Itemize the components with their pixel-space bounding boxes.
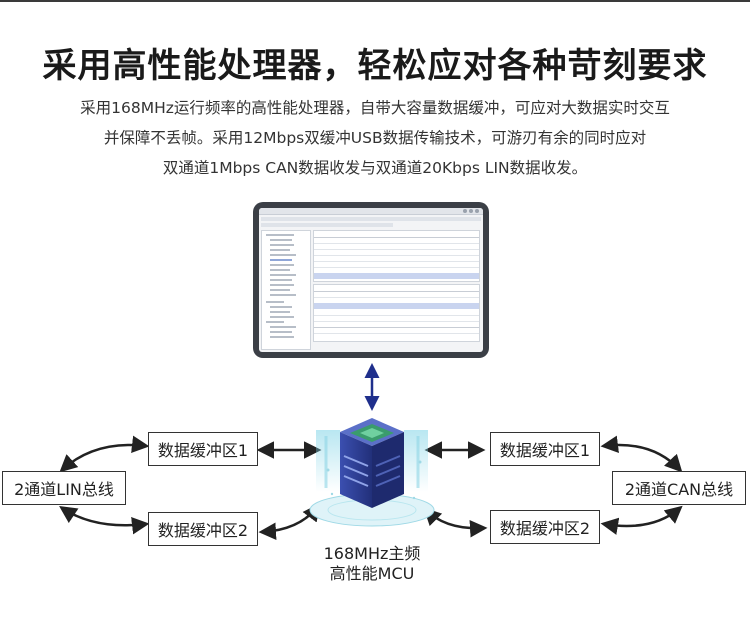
mcu-frequency-label: 168MHz主频	[323, 544, 421, 563]
lin-bus-box: 2通道LIN总线	[2, 471, 126, 505]
can-bus-box: 2通道CAN总线	[612, 471, 746, 505]
device-tree-panel	[261, 230, 311, 350]
description-line-2: 并保障不丢帧。采用12Mbps双缓冲USB数据传输技术，可游刃有余的同时应对	[103, 129, 647, 147]
mcu-server-icon	[309, 418, 435, 527]
left-buffer-1-box: 数据缓冲区1	[148, 432, 258, 466]
top-divider	[0, 0, 750, 2]
monitor-illustration	[253, 202, 489, 358]
lin-to-buffer2-arrow	[59, 506, 150, 535]
lin-to-buffer1-arrow	[59, 435, 150, 473]
buffer2-to-mcu-right-arrow	[423, 507, 488, 538]
can-to-buffer1-arrow	[600, 435, 683, 473]
can-to-buffer2-arrow	[600, 505, 683, 535]
description-line-3: 双通道1Mbps CAN数据收发与双通道20Kbps LIN数据收发。	[162, 159, 588, 177]
left-buffer-2-box: 数据缓冲区2	[148, 512, 258, 546]
signal-grid	[313, 284, 480, 342]
page-title: 采用高性能处理器，轻松应对各种苛刻要求	[42, 46, 708, 86]
right-buffer-1-box: 数据缓冲区1	[490, 432, 600, 466]
software-screenshot	[259, 208, 483, 352]
description-line-1: 采用168MHz运行频率的高性能处理器，自带大容量数据缓冲，可应对大数据实时交互	[80, 99, 670, 117]
message-grid	[313, 230, 480, 282]
mcu-name-label: 高性能MCU	[329, 564, 415, 583]
right-buffer-2-box: 数据缓冲区2	[490, 510, 600, 544]
